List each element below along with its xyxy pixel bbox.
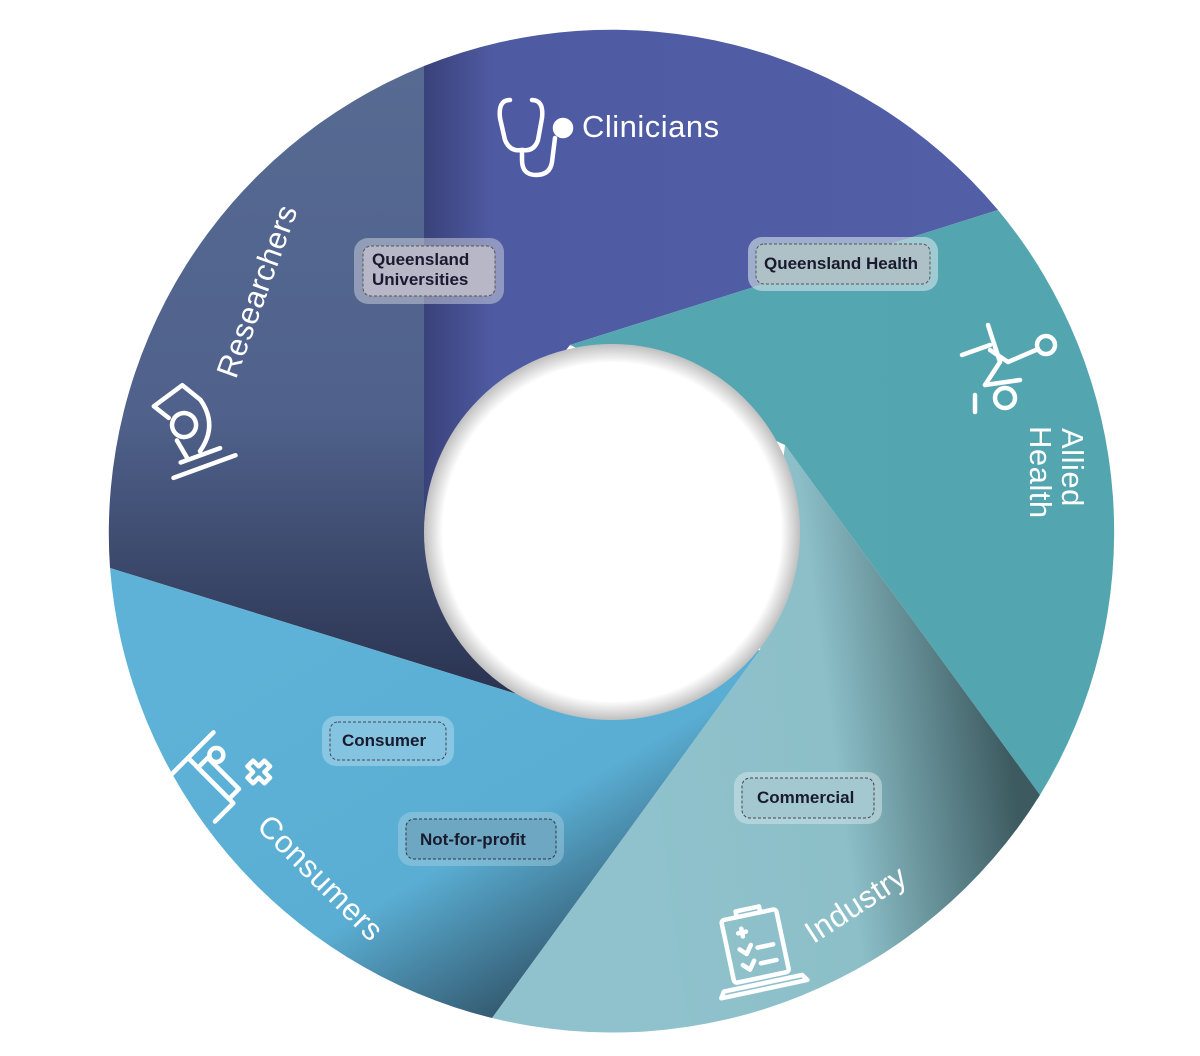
tag-not-for-profit-text: Not-for-profit	[420, 830, 526, 849]
tag-consumer: Consumer	[322, 716, 454, 766]
label-allied-health-line1: Allied	[1055, 428, 1090, 507]
tag-commercial: Commercial	[734, 772, 882, 824]
segment-industry[interactable]	[492, 445, 1040, 1033]
segment-researchers[interactable]	[108, 66, 520, 695]
tag-not-for-profit: Not-for-profit	[398, 812, 564, 866]
tag-queensland-health-text: Queensland Health	[764, 254, 918, 273]
label-allied-health-line2: Health	[1023, 426, 1058, 519]
tag-queensland-universities-line1: Queensland	[372, 250, 469, 269]
stethoscope-icon	[497, 97, 574, 178]
physiotherapy-icon	[959, 322, 1058, 415]
clipboard-laptop-icon	[719, 904, 810, 1001]
segment-clinicians[interactable]	[424, 29, 998, 531]
tag-queensland-health: Queensland Health	[748, 237, 938, 291]
label-clinicians: Clinicians	[582, 109, 720, 144]
tag-queensland-universities: Queensland Universities	[354, 238, 504, 304]
tag-consumer-text: Consumer	[342, 731, 426, 750]
center-hole-shadow	[424, 344, 800, 720]
tag-queensland-universities-line2: Universities	[372, 270, 468, 289]
segment-allied-health[interactable]	[570, 210, 1115, 795]
microscope-icon	[151, 382, 238, 481]
hospital-bed-icon	[167, 730, 273, 824]
tag-commercial-text: Commercial	[757, 788, 854, 807]
